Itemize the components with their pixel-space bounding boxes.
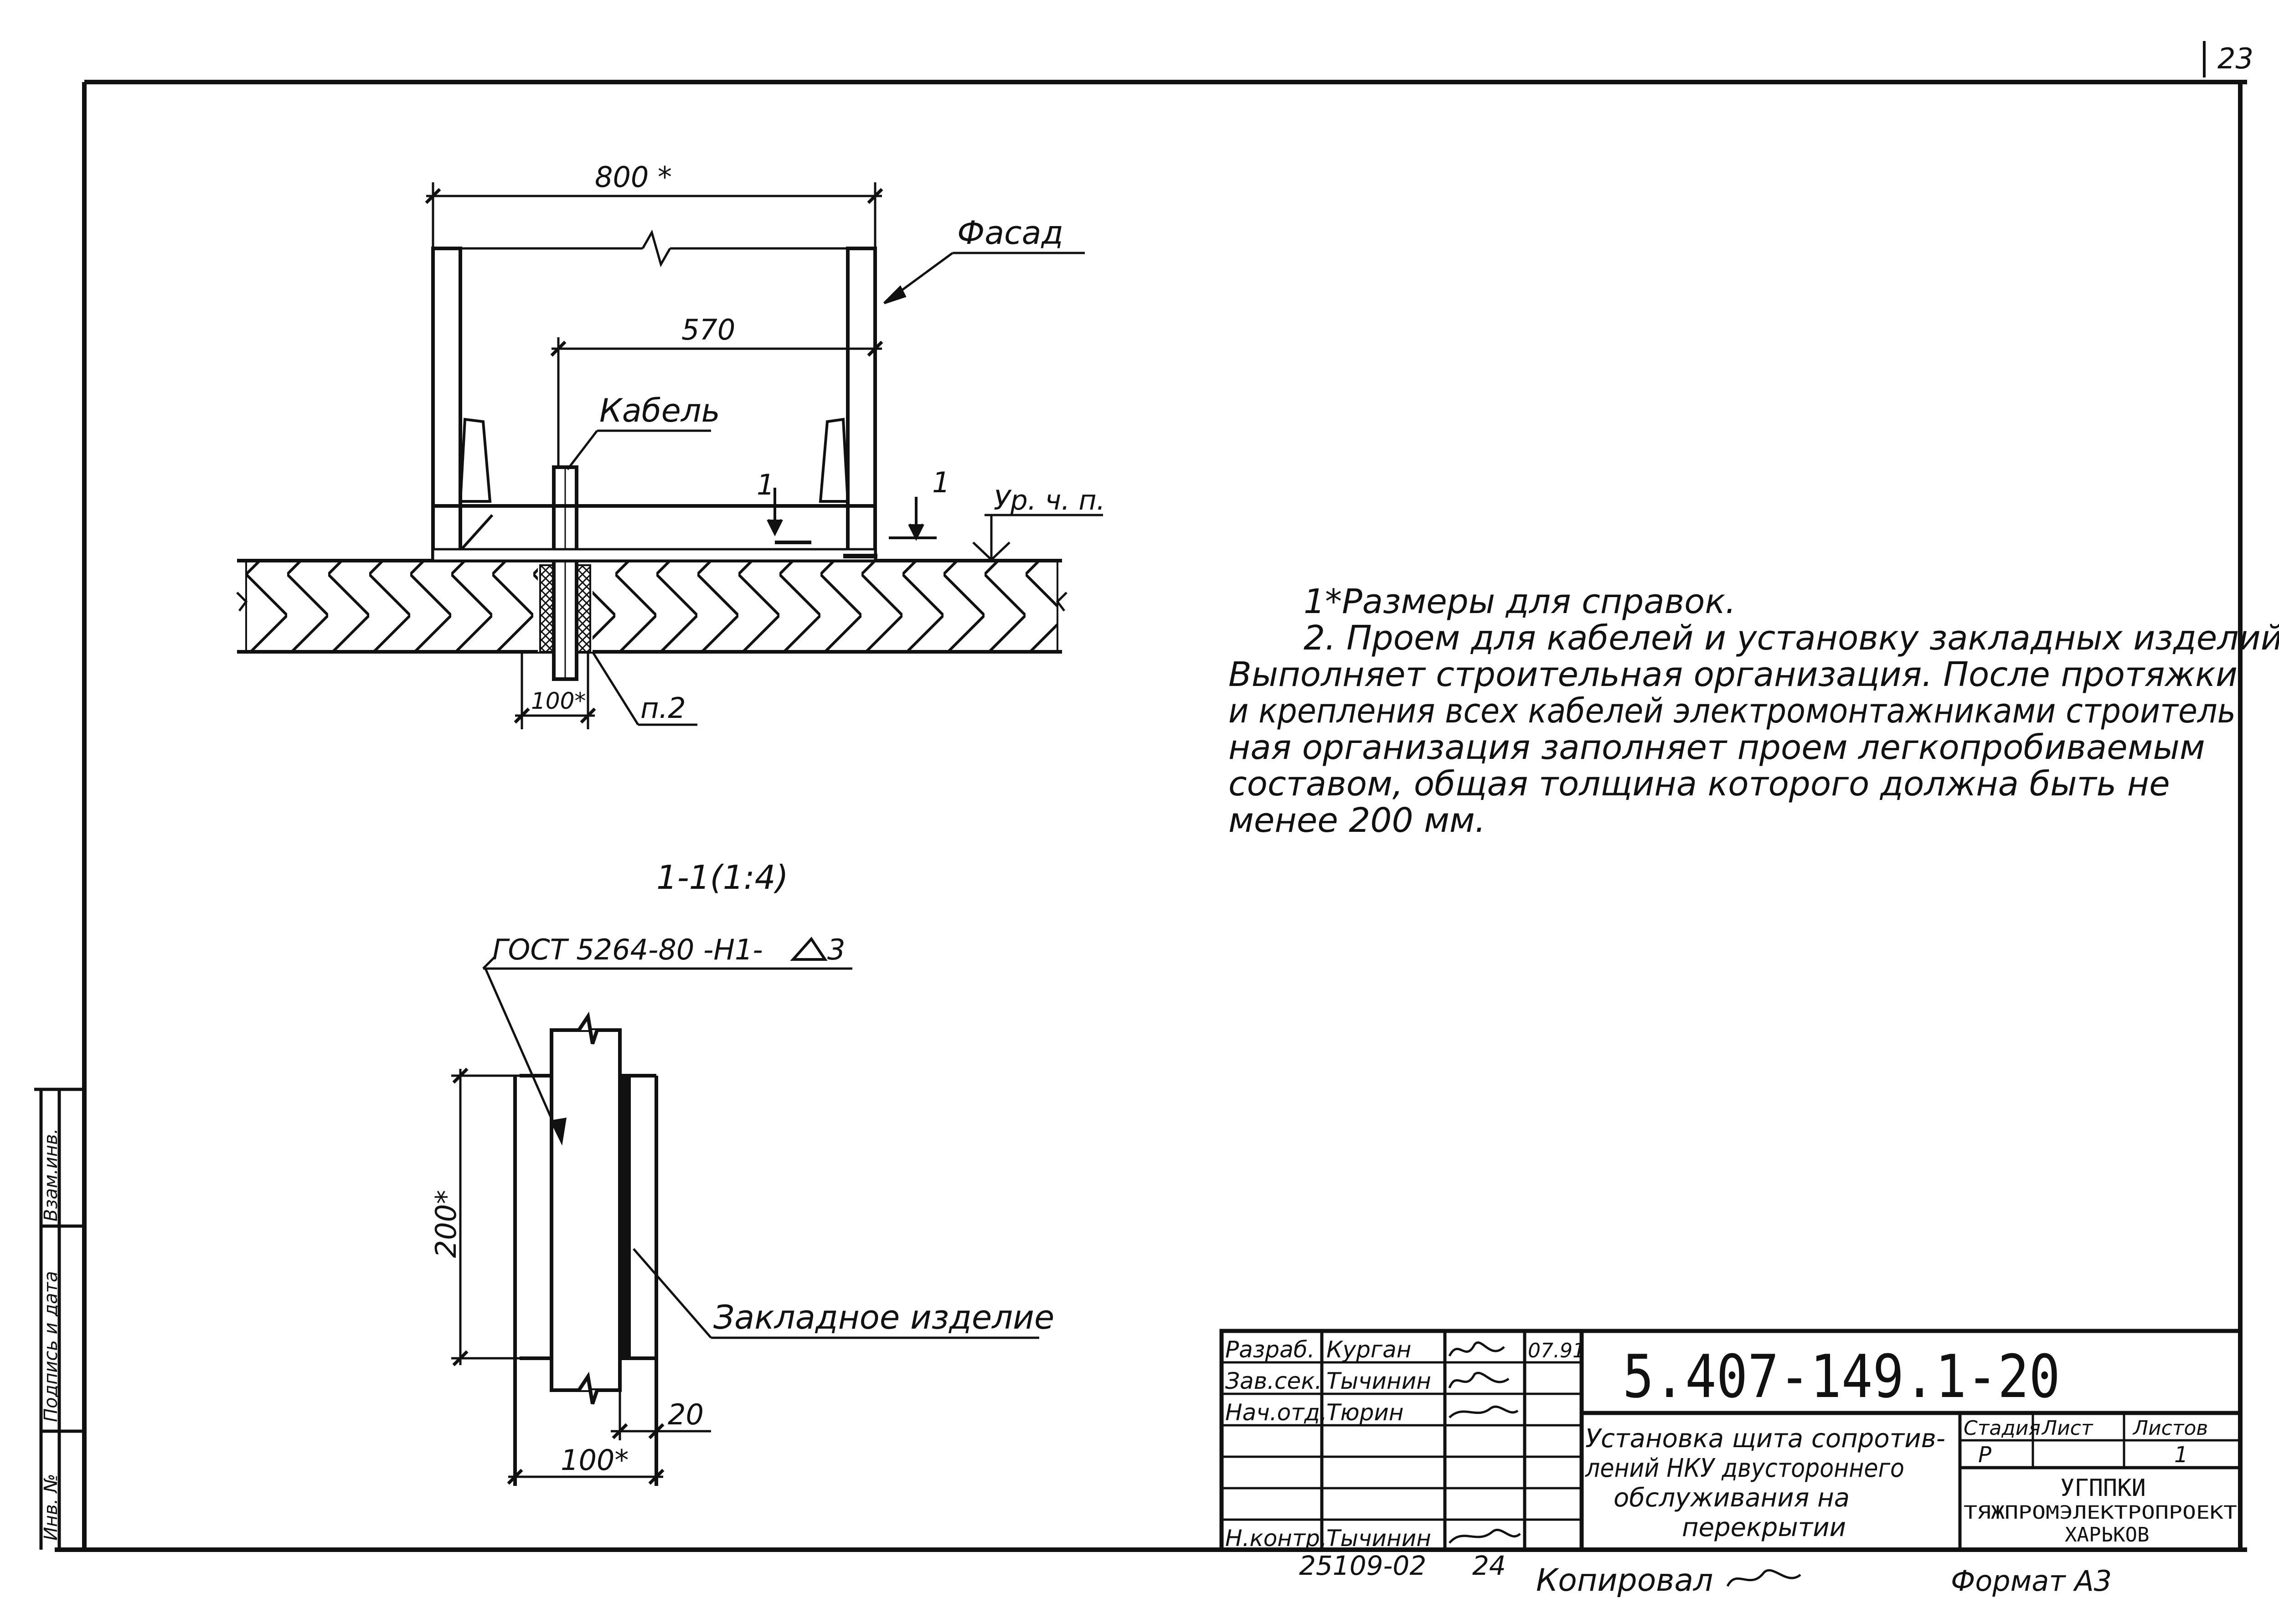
- title-designation: 5.407-149.1-20: [1623, 1342, 2060, 1411]
- ref-note: п.2: [640, 691, 686, 725]
- label-facade: Фасад: [957, 214, 1063, 252]
- title-line: обслуживания на: [1614, 1483, 1850, 1513]
- section-mark-right: 1: [932, 466, 950, 499]
- facade-leader: [883, 252, 1085, 304]
- label-floor-level: Ур. ч. п.: [994, 485, 1105, 516]
- note-line: 1*Размеры для справок.: [1304, 582, 1736, 621]
- org-line2: ТЯЖПРОМЭЛЕКТРОПРОЕКТ: [1964, 1502, 2237, 1523]
- dimension-100: [507, 1469, 665, 1485]
- side-stamp-col3: Инв. №: [41, 1474, 62, 1541]
- cable-leader: [567, 429, 711, 470]
- dimension-opening: [514, 652, 596, 729]
- role-label: Разраб.: [1225, 1336, 1315, 1363]
- footer: 25109-02 24 Копировал Формат А3: [1299, 1550, 2112, 1598]
- copied-signature: [1726, 1569, 1801, 1587]
- role-name: Тычинин: [1326, 1525, 1431, 1552]
- header-stage: Стадия: [1964, 1417, 2041, 1440]
- title-line: лений НКУ двустороннего: [1585, 1454, 1904, 1483]
- title-line: Установка щита сопротив-: [1585, 1424, 1945, 1454]
- note-line: менее 200 мм.: [1228, 801, 1485, 840]
- weld-callout: [482, 937, 852, 1146]
- page-number: 23: [2217, 42, 2253, 75]
- note-ref-leader: [591, 651, 697, 726]
- dim-inner-width: 570: [681, 313, 735, 346]
- footer-format: Формат А3: [1951, 1564, 2112, 1598]
- role-date: 07.91: [1528, 1339, 1585, 1362]
- floor-level-mark: [972, 514, 1103, 562]
- dim-width: 100*: [561, 1444, 629, 1477]
- section-mark-left: 1: [757, 468, 774, 501]
- org-line1: УГППКИ: [2060, 1474, 2146, 1502]
- title-line: перекрытии: [1682, 1513, 1846, 1542]
- note-line: 2. Проем для кабелей и установку закладн…: [1304, 619, 2279, 658]
- cabinet-frame: [431, 247, 877, 562]
- stage-value: Р: [1978, 1442, 1991, 1468]
- dimension-20: [611, 1358, 711, 1440]
- footer-inventory: 25109-02: [1299, 1550, 1426, 1581]
- title-block-grid: [1219, 1329, 2243, 1552]
- floor-slab: [236, 559, 1067, 654]
- dimension-570: [550, 337, 883, 467]
- header-sheets: Листов: [2132, 1417, 2208, 1440]
- weld-leg: 3: [827, 933, 845, 966]
- note-line: ная организация заполняет проем легкопро…: [1228, 728, 2205, 767]
- note-line: и крепления всех кабелей электромонтажни…: [1228, 691, 2236, 731]
- role-name: Тюрин: [1326, 1399, 1404, 1426]
- org-line3: ХАРЬКОВ: [2065, 1523, 2149, 1547]
- role-label: Зав.сек.: [1225, 1368, 1322, 1394]
- title-block-stage: Стадия Лист Листов Р 1: [1964, 1417, 2208, 1468]
- dimension-800: [425, 182, 883, 268]
- signature-scribbles: [1448, 1341, 1521, 1544]
- side-stamp-col2: Подпись и дата: [41, 1271, 62, 1422]
- role-name: Курган: [1326, 1336, 1411, 1363]
- cable: [552, 465, 578, 681]
- note-line: Выполняет строительная организация. Посл…: [1228, 655, 2238, 694]
- dim-overall-width: 800 *: [595, 160, 672, 194]
- section-title: 1-1(1:4): [656, 858, 789, 897]
- dim-opening: 100*: [531, 688, 586, 714]
- footer-copied: Копировал: [1536, 1562, 1713, 1598]
- side-stamp: [34, 1088, 84, 1550]
- dim-plate: 20: [668, 1398, 704, 1431]
- role-label: Нач.отд.: [1225, 1399, 1327, 1426]
- role-label: Н.контр.: [1225, 1525, 1327, 1552]
- side-stamp-col1: Взам.инв.: [41, 1128, 62, 1222]
- sheets-value: 1: [2174, 1442, 2188, 1468]
- header-sheet: Лист: [2041, 1417, 2093, 1440]
- weld-spec: ГОСТ 5264-80 -Н1-: [492, 933, 763, 966]
- title-block-org: УГППКИ ТЯЖПРОМЭЛЕКТРОПРОЕКТ ХАРЬКОВ: [1964, 1474, 2237, 1547]
- label-cable: Кабель: [599, 392, 720, 429]
- notes-block: 1*Размеры для справок. 2. Проем для кабе…: [1228, 582, 2279, 840]
- embedded-leader: [633, 1248, 1039, 1339]
- title-block-title: Установка щита сопротив- лений НКУ двуст…: [1585, 1424, 1945, 1542]
- section-marks: [767, 488, 937, 541]
- dimension-200: [451, 1067, 520, 1366]
- role-name: Тычинин: [1326, 1368, 1431, 1394]
- note-line: составом, общая толщина которого должна …: [1228, 764, 2170, 804]
- page-number-group: 23: [2203, 41, 2253, 77]
- label-embedded: Закладное изделие: [713, 1298, 1054, 1336]
- section-profile: [513, 1011, 658, 1486]
- footer-number: 24: [1472, 1550, 1506, 1581]
- title-block-roles: Разраб. Курган 07.91 Зав.сек. Тычинин На…: [1225, 1336, 1585, 1552]
- dim-height: 200*: [429, 1190, 463, 1258]
